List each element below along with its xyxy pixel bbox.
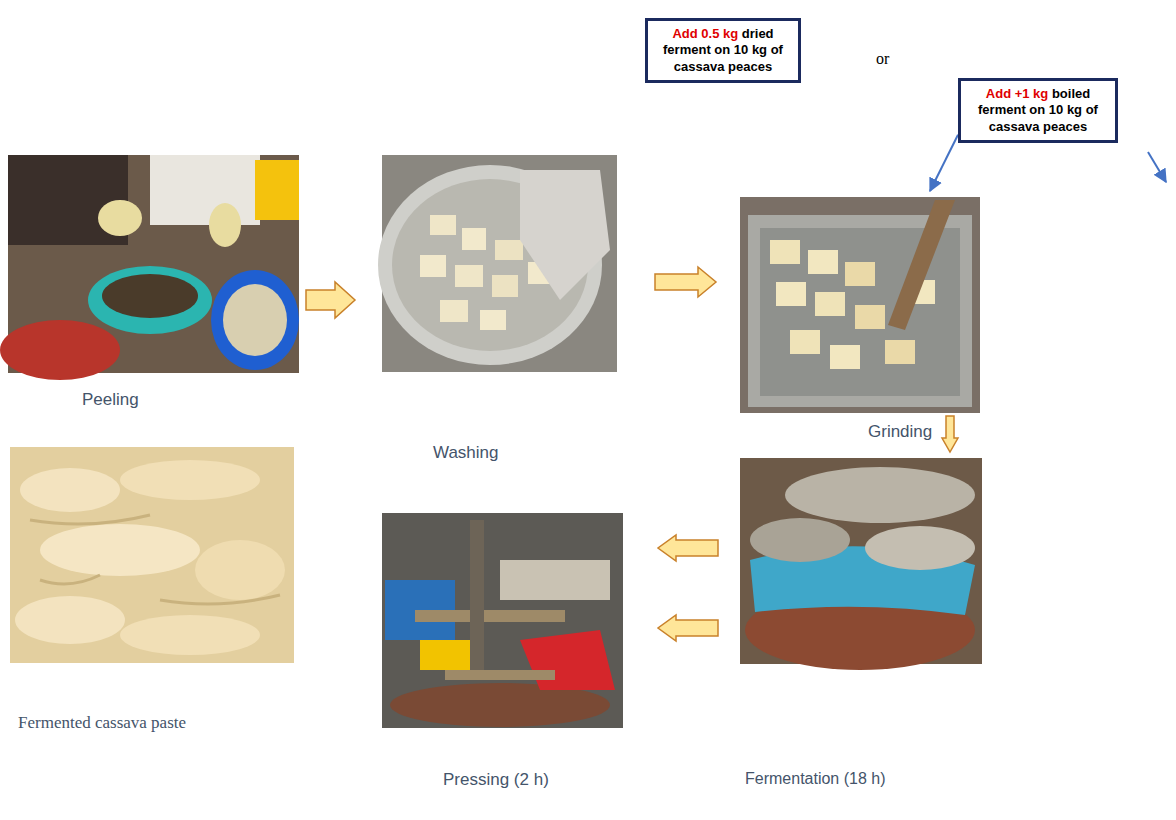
washing-photo: [378, 155, 617, 372]
cassava-piece: [845, 262, 875, 286]
cassava-piece: [455, 265, 483, 287]
cassava-piece: [480, 310, 506, 330]
caption-holder: Pressing (2 h): [443, 770, 549, 790]
process-step: Pressing (2 h): [382, 513, 623, 728]
flow-arrow: [655, 267, 716, 297]
step-caption: Peeling: [82, 390, 139, 409]
step-caption: Fermentation (18 h): [745, 770, 886, 787]
cloth: [520, 170, 610, 300]
cassava-piece: [808, 250, 838, 274]
fermentation-photo: [740, 458, 982, 670]
cassava-piece: [770, 240, 800, 264]
cassava-piece: [790, 330, 820, 354]
blue-bowl: [211, 270, 299, 370]
cassava-piece: [440, 300, 468, 322]
peeling-photo: [0, 155, 299, 380]
photo-ground: [740, 197, 980, 413]
metal-tray: [748, 215, 972, 407]
caption-holder: Fermentation (18 h): [745, 770, 886, 788]
caption-holder: Peeling: [82, 390, 139, 410]
red-bag: [520, 630, 615, 690]
photo-ground: [10, 447, 294, 663]
press-board: [445, 670, 555, 680]
step-caption: Washing: [433, 443, 499, 462]
paste-lump: [195, 540, 285, 600]
caption-holder: Grinding: [868, 422, 932, 442]
stone: [500, 560, 610, 600]
ferment-box: Add +1 kgboiled ferment on 10 kg of cass…: [958, 78, 1118, 143]
paste-crease: [30, 515, 280, 604]
pressing-photo: [382, 513, 623, 728]
process-step: Peeling: [8, 155, 299, 373]
caption-holder: Washing: [433, 443, 499, 463]
amount-text: Add 0.5 kg: [672, 26, 738, 41]
ferment-box: Add 0.5 kgdried ferment on 10 kg of cass…: [645, 18, 801, 83]
flow-arrow: [658, 615, 718, 641]
pointer-arrow: [1148, 152, 1166, 182]
peels: [102, 274, 198, 318]
flow-arrow: [942, 416, 958, 452]
cassava-piece: [495, 240, 523, 260]
pieces: [223, 284, 287, 356]
cassava-piece: [830, 345, 860, 369]
cassava-piece: [430, 215, 456, 235]
stone: [785, 467, 975, 523]
red-bowl: [0, 320, 120, 380]
cassava-piece: [815, 292, 845, 316]
alternative-word: or: [876, 50, 889, 68]
grinding-photo: [740, 197, 980, 413]
bucket: [255, 160, 299, 220]
caption-holder: Fermented cassava paste: [18, 713, 186, 733]
process-step: Washing: [382, 155, 617, 372]
wooden-pestle: [888, 200, 955, 330]
photo-ground: [382, 513, 623, 728]
cassava-piece: [492, 275, 518, 297]
flow-arrow: [658, 535, 718, 561]
teal-bowl: [88, 266, 212, 334]
press-board: [415, 610, 565, 622]
paste-lump: [120, 460, 260, 500]
paste-photo: [10, 447, 294, 663]
step-caption: Pressing (2 h): [443, 770, 549, 789]
amount-text: Add +1 kg: [986, 86, 1049, 101]
paste-lump: [120, 615, 260, 655]
paste-lump: [20, 468, 120, 512]
product-step: Fermented cassava paste: [10, 447, 294, 663]
cassava-piece: [420, 255, 446, 277]
pointer-arrow: [930, 135, 958, 191]
cassava-piece: [776, 282, 806, 306]
cassava: [98, 200, 142, 236]
paste-lump: [15, 596, 125, 644]
shirt: [150, 155, 260, 225]
cassava-piece: [885, 340, 915, 364]
cassava-piece: [462, 228, 486, 250]
paste-lump: [40, 524, 200, 576]
flow-arrow: [306, 282, 355, 318]
step-caption: Grinding: [868, 422, 932, 441]
process-step: Grinding: [740, 197, 980, 413]
stone: [750, 518, 850, 562]
cassava-piece: [855, 305, 885, 329]
stone: [865, 526, 975, 570]
press-screw: [470, 520, 484, 670]
cassava: [209, 203, 241, 247]
step-caption: Fermented cassava paste: [18, 713, 186, 732]
process-step: Fermentation (18 h): [740, 458, 982, 664]
